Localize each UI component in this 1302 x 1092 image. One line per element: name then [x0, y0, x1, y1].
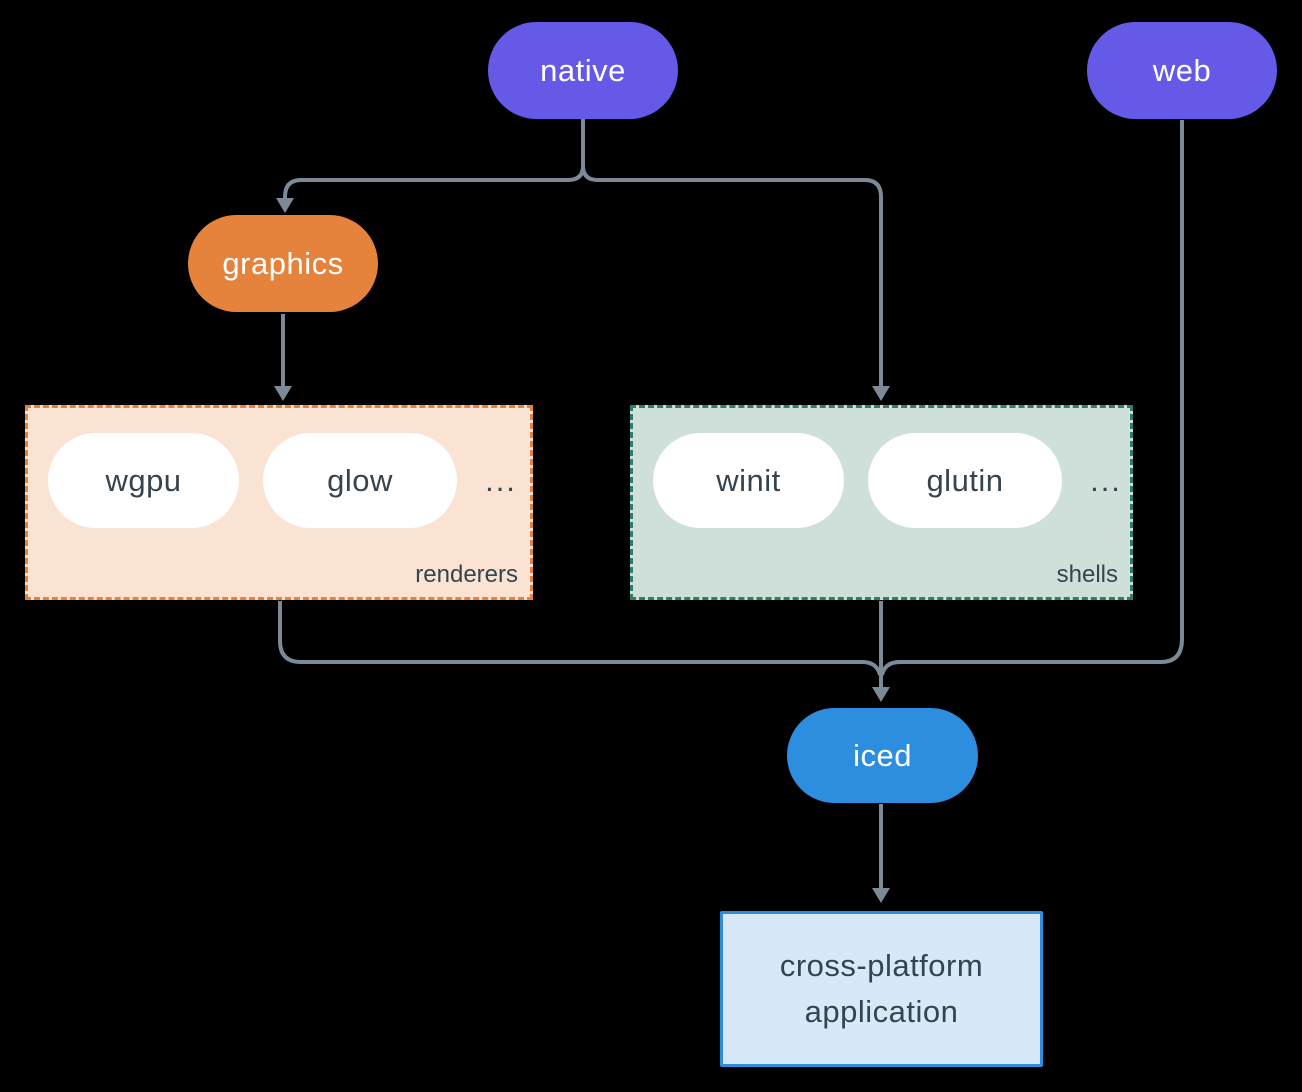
arrowhead-renderers: [274, 386, 292, 401]
node-iced: iced: [787, 708, 978, 803]
node-winit: winit: [653, 433, 844, 528]
edge-native-graphics: [283, 165, 585, 199]
node-glow: glow: [263, 433, 457, 528]
node-wgpu: wgpu: [48, 433, 239, 528]
node-graphics: graphics: [188, 215, 378, 312]
node-native: native: [488, 22, 678, 119]
renderers-ellipsis: ...: [485, 462, 517, 498]
node-application: cross-platform application: [720, 911, 1043, 1067]
arrowhead-application: [872, 888, 890, 903]
shells-ellipsis: ...: [1090, 462, 1122, 498]
arrowhead-shells: [872, 386, 890, 401]
group-renderers: wgpu glow ... renderers: [25, 405, 533, 600]
shells-group-label: shells: [1056, 561, 1118, 588]
edge-renderers-iced: [278, 601, 882, 676]
application-label-line2: application: [804, 994, 959, 1029]
node-glutin: glutin: [868, 433, 1062, 528]
renderers-group-label: renderers: [415, 561, 518, 588]
arrowhead-graphics: [276, 198, 294, 213]
edge-web-iced: [880, 120, 1184, 676]
application-label-line1: cross-platform: [779, 948, 984, 983]
group-shells: winit glutin ... shells: [630, 405, 1133, 600]
edge-native-shells: [581, 165, 883, 386]
arrowhead-iced: [872, 687, 890, 702]
node-web: web: [1087, 22, 1277, 119]
